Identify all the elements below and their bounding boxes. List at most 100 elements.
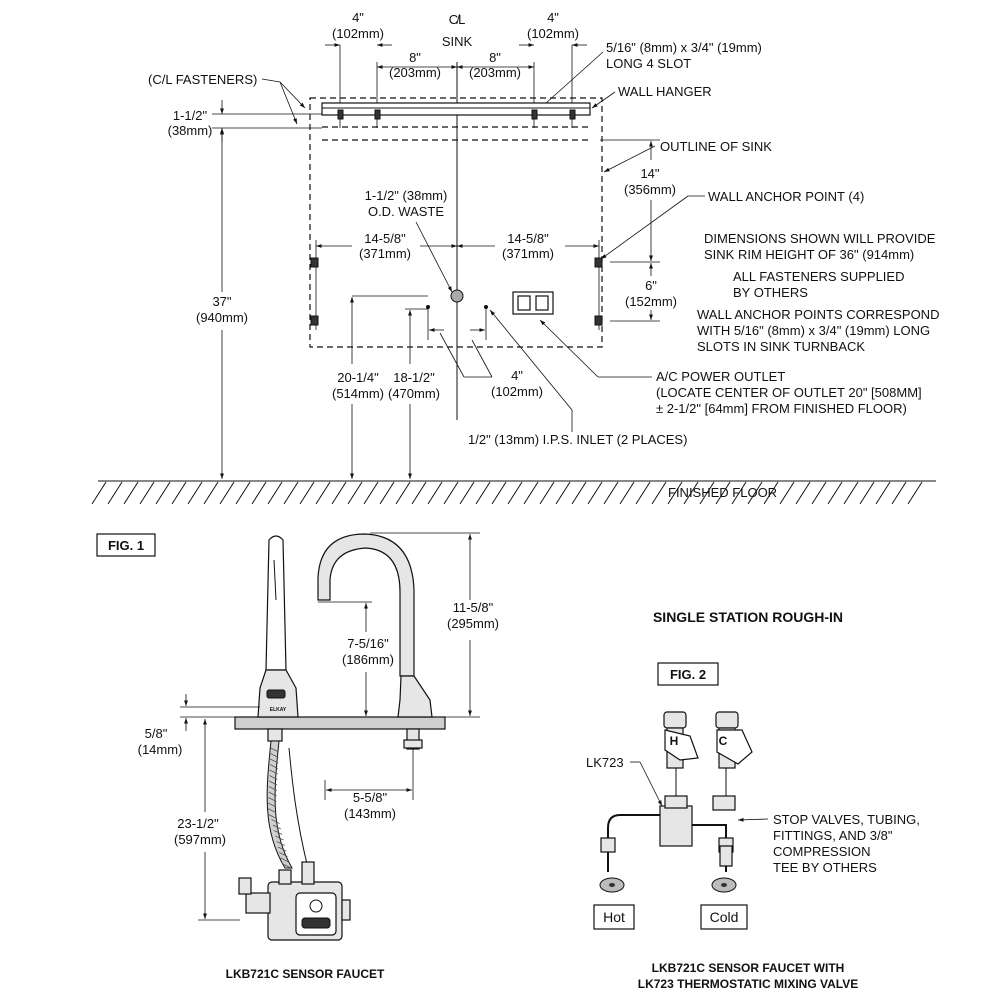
dim-14-58-right-mm: (371mm): [502, 246, 554, 261]
note-1-line2: SINK RIM HEIGHT OF 36" (914mm): [704, 247, 914, 262]
waste-line2: O.D. WASTE: [368, 204, 444, 219]
floor-hatch-line: [459, 481, 475, 505]
brand-mark: ELKAY: [270, 707, 287, 713]
hose-braid-line: [276, 841, 285, 846]
floor-hatch-line: [539, 481, 555, 505]
hose-braid-line: [267, 802, 277, 808]
sink-outline: [309, 97, 603, 348]
hose-braid-line: [270, 747, 279, 753]
floor-hatch-line: [891, 481, 907, 505]
braided-hose: [266, 740, 293, 869]
note-2-line1: ALL FASTENERS SUPPLIED: [733, 269, 904, 284]
hose-braid-line: [281, 863, 291, 868]
floor-hatch-line: [139, 481, 155, 505]
floor-hatch-line: [715, 481, 731, 505]
dim-14: 14": [640, 166, 659, 181]
note-2-line2: BY OTHERS: [733, 285, 808, 300]
floor-hatch-line: [875, 481, 891, 505]
waste-line1: 1-1/2" (38mm): [365, 188, 448, 203]
cl-sink-label: SINK: [442, 34, 473, 49]
floor-hatch-line: [203, 481, 219, 505]
hose-braid-line: [277, 846, 287, 852]
dim-4-inlet: 4": [511, 368, 523, 383]
floor-hatch-line: [555, 481, 571, 505]
floor-hatch-line: [619, 481, 635, 505]
floor-hatch-line: [155, 481, 171, 505]
floor-hatch-line: [651, 481, 667, 505]
floor-hatch: [91, 481, 923, 505]
dim-18-12-mm: (470mm): [388, 386, 440, 401]
fig2-caption-line1: LKB721C SENSOR FAUCET WITH: [652, 961, 845, 975]
floor-hatch-line: [587, 481, 603, 505]
floor-hatch-line: [251, 481, 267, 505]
rough-in-plan: 4" (102mm) C̸L SINK 4" (102mm) 8" (203mm…: [91, 10, 939, 505]
hose-braid-line: [270, 753, 279, 758]
cl-sink-symbol: C̸L: [449, 12, 466, 27]
note-3-line3: SLOTS IN SINK TURNBACK: [697, 339, 865, 354]
cold-label: Cold: [710, 909, 739, 925]
hose-braid-line: [268, 786, 278, 791]
floor-hatch-line: [123, 481, 139, 505]
floor-hatch-line: [427, 481, 443, 505]
spout-base: [397, 675, 433, 718]
countertop: [234, 716, 446, 730]
floor-hatch-line: [219, 481, 235, 505]
hose-braid-line: [279, 852, 288, 857]
sensor-eye: [266, 689, 286, 699]
finished-floor-label: FINISHED FLOOR: [668, 485, 777, 500]
hot-valve-handle: [664, 729, 699, 761]
floor-hatch-line: [283, 481, 299, 505]
hose-braid-line: [267, 808, 276, 813]
dim-6: 6": [645, 278, 657, 293]
floor-hatch-line: [187, 481, 203, 505]
dim-4-right: 4": [547, 10, 559, 25]
floor-hatch-line: [235, 481, 251, 505]
cl-fasteners-label: (C/L FASTENERS): [148, 72, 257, 87]
valve-h: H: [670, 734, 679, 748]
note-3-line2: WITH 5/16" (8mm) x 3/4" (19mm) LONG: [697, 323, 930, 338]
fig2-mixing-valve: FIG. 2 H C LK723 STOP VALVES, TUBING, FI…: [586, 662, 920, 991]
hose-braid-line: [269, 758, 279, 764]
hose-braid-line: [268, 797, 277, 802]
floor-hatch-line: [443, 481, 459, 505]
dim-7-516: 7-5/16": [347, 636, 389, 651]
dim-5-8: 5/8": [145, 726, 168, 741]
hose-braid-line: [280, 857, 289, 863]
fig2-caption-line2: LK723 THERMOSTATIC MIXING VALVE: [638, 977, 858, 991]
dim-1-5-mm: (38mm): [168, 123, 213, 138]
stop-note-line2: FITTINGS, AND 3/8": [773, 828, 893, 843]
valve-c: C: [719, 734, 728, 748]
floor-hatch-line: [763, 481, 779, 505]
hose-braid-pattern: [267, 747, 291, 868]
floor-hatch-line: [475, 481, 491, 505]
stop-note-line1: STOP VALVES, TUBING,: [773, 812, 920, 827]
dim-20-14-mm: (514mm): [332, 386, 384, 401]
hot-label: Hot: [603, 909, 625, 925]
floor-hatch-line: [635, 481, 651, 505]
floor-hatch-line: [315, 481, 331, 505]
waste-outlet: [450, 289, 464, 303]
fig1-label: FIG. 1: [108, 538, 144, 553]
floor-hatch-line: [347, 481, 363, 505]
dim-4-left: 4": [352, 10, 364, 25]
floor-hatch-line: [267, 481, 283, 505]
page-title: SINGLE STATION ROUGH-IN: [653, 609, 843, 625]
dim-14-58-left-mm: (371mm): [359, 246, 411, 261]
dim-6-mm: (152mm): [625, 294, 677, 309]
floor-hatch-line: [683, 481, 699, 505]
floor-hatch-line: [379, 481, 395, 505]
dim-4-inlet-mm: (102mm): [491, 384, 543, 399]
floor-hatch-line: [363, 481, 379, 505]
dim-5-8-mm: (14mm): [138, 742, 183, 757]
dim-23-12-mm: (597mm): [174, 832, 226, 847]
hose-braid-line: [267, 813, 276, 819]
hose-braid-line: [268, 780, 278, 786]
sensor-tube: [265, 535, 287, 671]
floor-hatch-line: [603, 481, 619, 505]
floor-hatch-line: [395, 481, 411, 505]
fig1-label-box: [96, 533, 156, 557]
dim-14-mm: (356mm): [624, 182, 676, 197]
fig1-caption: LKB721C SENSOR FAUCET: [226, 967, 385, 981]
dim-14-58-right: 14-5/8": [507, 231, 549, 246]
